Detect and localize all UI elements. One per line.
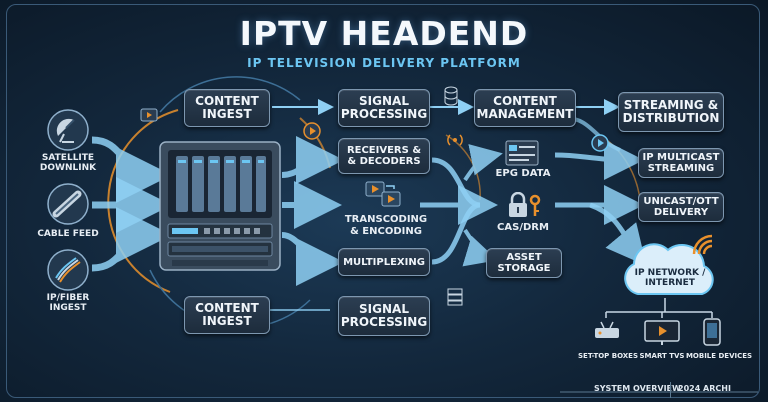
cas-drm-label: CAS/DRM	[497, 222, 549, 233]
footer-divider	[670, 382, 671, 398]
orange-ring-arc	[107, 109, 179, 293]
blue-ring-arc	[159, 76, 301, 113]
page-subtitle: IP TELEVISION DELIVERY PLATFORM	[247, 56, 521, 70]
cable-icon	[46, 182, 90, 230]
content-management-box: CONTENT MANAGEMENT	[474, 89, 576, 127]
play-icon	[590, 133, 610, 157]
content-ingest-top-box: CONTENT INGEST	[184, 89, 270, 127]
page-title: IPTV HEADEND	[239, 14, 529, 53]
epg-icon	[505, 140, 539, 170]
play-icon	[302, 121, 322, 145]
smart-tvs-label: SMART TVS	[639, 352, 685, 360]
fiber-connector	[91, 207, 172, 272]
database-icon	[443, 86, 459, 110]
outer-frame	[6, 4, 760, 398]
content-ingest-bottom-box: CONTENT INGEST	[184, 296, 270, 334]
satellite-connector	[91, 136, 172, 203]
footer-system-overview: SYSTEM OVERVIEW	[594, 384, 681, 393]
play-icon	[140, 107, 158, 126]
server-icon	[447, 288, 463, 310]
satellite-label: SATELLITE DOWNLINK	[39, 153, 97, 174]
signal-processing-bottom-box: SIGNAL PROCESSING	[338, 296, 430, 336]
asset-storage-box: ASSET STORAGE	[486, 248, 562, 278]
transcoding-icon	[364, 180, 404, 212]
mobile-devices-label: MOBILE DEVICES	[685, 352, 753, 360]
antenna-signal-icon	[445, 130, 465, 154]
wifi-icon	[690, 232, 716, 262]
mobile-phone-icon	[703, 318, 721, 350]
ip-multicast-box: IP MULTICAST STREAMING	[638, 148, 724, 178]
fiber-label: IP/FIBER INGEST	[46, 293, 90, 314]
unicast-ott-box: UNICAST/OTT DELIVERY	[638, 192, 724, 222]
set-top-boxes-label: SET-TOP BOXES	[578, 352, 638, 360]
set-top-box-icon	[594, 320, 620, 346]
transcoding-label: TRANSCODING & ENCODING	[344, 214, 428, 237]
footer-year-archive: 2024 ARCHI	[678, 384, 731, 393]
receivers-decoders-box: RECEIVERS & & DECODERS	[338, 138, 430, 174]
smart-tv-icon	[644, 320, 680, 350]
streaming-distribution-box: STREAMING & DISTRIBUTION	[618, 92, 724, 132]
epg-label: EPG DATA	[495, 168, 551, 179]
multiplexing-box: MULTIPLEXING	[338, 248, 430, 276]
ip-network-label: IP NETWORK / INTERNET	[634, 268, 706, 289]
signal-processing-top-box: SIGNAL PROCESSING	[338, 89, 430, 127]
satellite-dish-icon	[46, 108, 90, 156]
cable-label: CABLE FEED	[37, 229, 99, 239]
server-rack-icon	[158, 140, 282, 278]
fiber-icon	[46, 248, 90, 296]
lock-key-icon	[506, 191, 544, 222]
cloud-icon	[620, 238, 720, 304]
